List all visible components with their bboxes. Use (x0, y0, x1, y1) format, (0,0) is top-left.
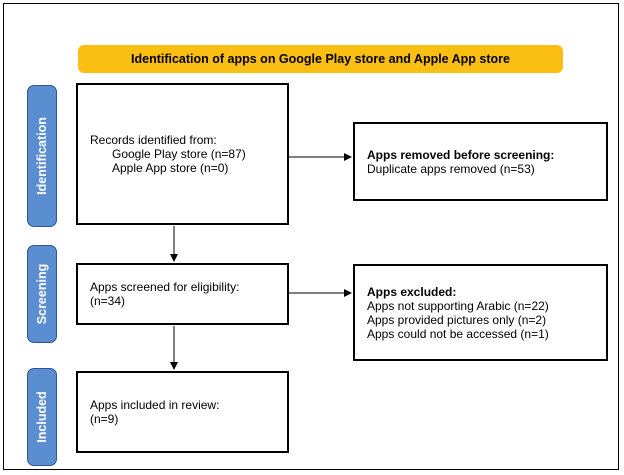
outer-frame (3, 3, 619, 470)
apps-excluded-box: Apps excluded: Apps not supporting Arabi… (353, 264, 608, 361)
header-banner: Identification of apps on Google Play st… (78, 45, 563, 73)
apps-removed-box: Apps removed before screening: Duplicate… (353, 122, 608, 201)
records-identified-box: Records identified from: Google Play sto… (76, 83, 289, 225)
apps-included-label: Apps included in review: (90, 398, 220, 412)
apps-removed-duplicates: Duplicate apps removed (n=53) (367, 161, 535, 176)
phase-screening: Screening (27, 245, 57, 343)
apps-included-count: (n=9) (90, 412, 119, 426)
apps-screened-label: Apps screened for eligibility: (90, 280, 240, 294)
records-google: Google Play store (n=87) (112, 147, 246, 161)
phase-identification: Identification (27, 85, 57, 227)
apps-excluded-access: Apps could not be accessed (n=1) (367, 326, 549, 341)
apps-excluded-arabic: Apps not supporting Arabic (n=22) (367, 298, 549, 313)
records-apple: Apple App store (n=0) (112, 161, 229, 175)
apps-screened-box: Apps screened for eligibility: (n=34) (76, 263, 289, 325)
apps-screened-count: (n=34) (90, 294, 126, 308)
apps-excluded-title: Apps excluded: (367, 284, 457, 299)
apps-excluded-pictures: Apps provided pictures only (n=2) (367, 312, 547, 327)
records-heading: Records identified from: (90, 133, 217, 147)
apps-removed-title: Apps removed before screening: (367, 147, 555, 162)
header-title: Identification of apps on Google Play st… (131, 52, 510, 66)
phase-included: Included (27, 368, 57, 466)
apps-included-box: Apps included in review: (n=9) (76, 371, 289, 453)
